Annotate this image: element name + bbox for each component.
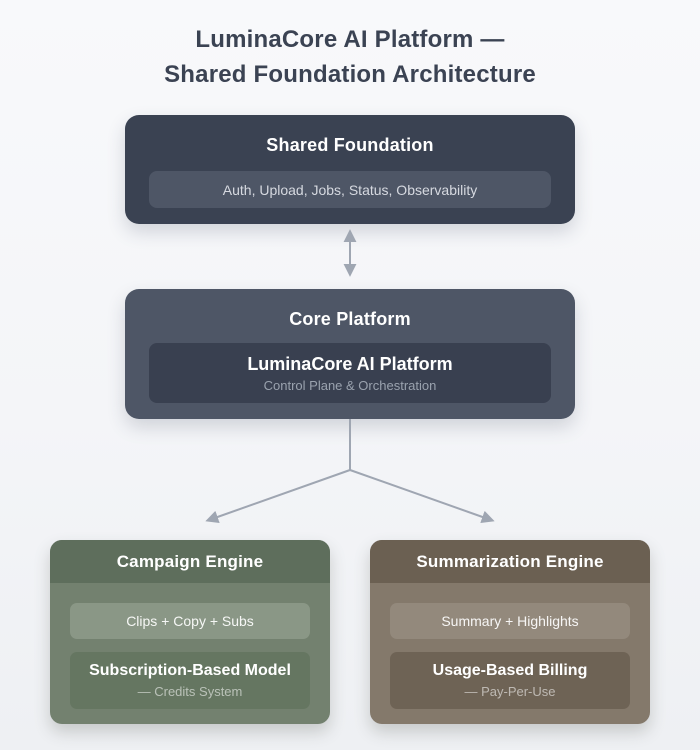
campaign-engine-header: Campaign Engine <box>50 540 330 583</box>
campaign-billing-detail: — Credits System <box>137 684 243 699</box>
engine-card-summarization: Summarization Engine Summary + Highlight… <box>370 540 650 724</box>
summarization-billing-model: Usage-Based Billing <box>432 662 588 679</box>
core-platform-inner-box: LuminaCore AI Platform Control Plane & O… <box>149 343 551 403</box>
summarization-engine-title: Summarization Engine <box>416 551 604 571</box>
campaign-features-label: Clips + Copy + Subs <box>126 613 254 629</box>
campaign-engine-title: Campaign Engine <box>116 551 264 571</box>
page-title: LuminaCore AI Platform — Shared Foundati… <box>0 22 700 92</box>
core-product-subtitle: Control Plane & Orchestration <box>263 377 437 393</box>
core-platform-box: Core Platform LuminaCore AI Platform Con… <box>125 289 575 419</box>
bidirectional-arrow-icon <box>343 229 357 277</box>
summarization-billing-box: Usage-Based Billing — Pay-Per-Use <box>390 652 630 709</box>
page-title-line1: LuminaCore AI Platform — <box>195 26 505 53</box>
shared-foundation-title: Shared Foundation <box>266 135 434 155</box>
summarization-engine-header: Summarization Engine <box>370 540 650 583</box>
shared-services-pill: Auth, Upload, Jobs, Status, Observabilit… <box>149 171 551 208</box>
campaign-features-pill: Clips + Copy + Subs <box>70 603 310 639</box>
engine-card-campaign: Campaign Engine Clips + Copy + Subs Subs… <box>50 540 330 724</box>
branch-arrows-icon <box>205 419 495 524</box>
summarization-features-label: Summary + Highlights <box>441 613 579 629</box>
shared-foundation-box: Shared Foundation Auth, Upload, Jobs, St… <box>125 115 575 224</box>
summarization-billing-detail: — Pay-Per-Use <box>464 684 556 699</box>
page-title-line2: Shared Foundation Architecture <box>164 61 536 88</box>
core-platform-title: Core Platform <box>289 309 411 329</box>
campaign-billing-model: Subscription-Based Model <box>89 662 291 679</box>
shared-services-label: Auth, Upload, Jobs, Status, Observabilit… <box>222 181 478 198</box>
campaign-billing-box: Subscription-Based Model — Credits Syste… <box>70 652 310 709</box>
core-product-name: LuminaCore AI Platform <box>247 353 453 374</box>
summarization-features-pill: Summary + Highlights <box>390 603 630 639</box>
